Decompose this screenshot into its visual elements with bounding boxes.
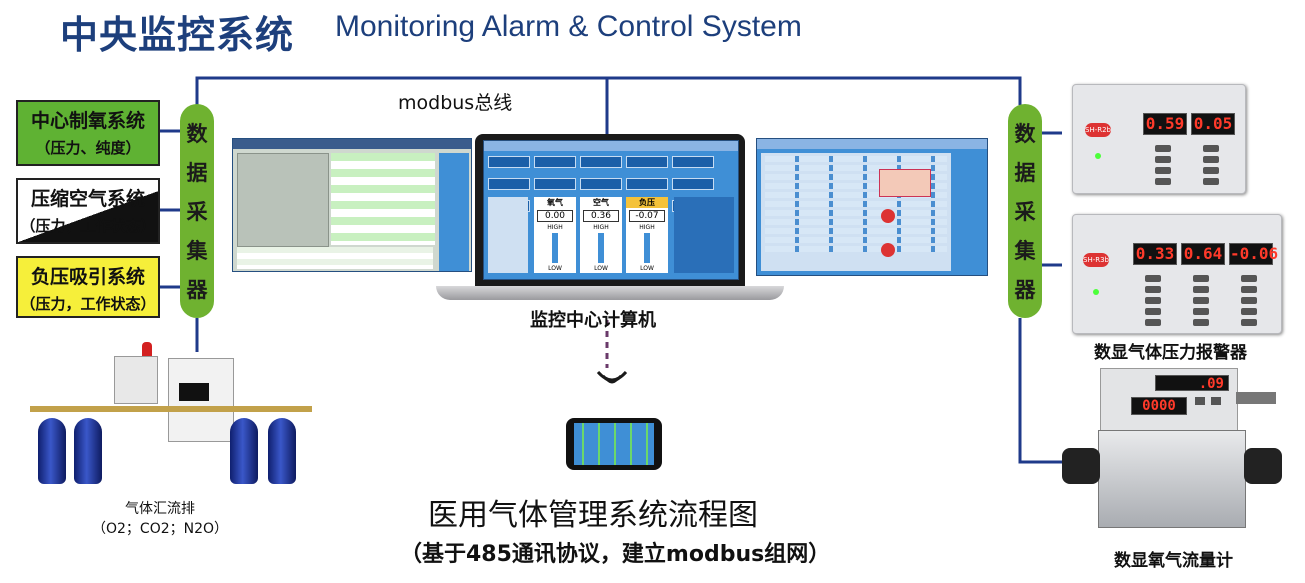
manifold-pipe [30, 406, 312, 412]
phone [566, 418, 662, 470]
gauge-low: LOW [626, 265, 668, 272]
gauge-vacuum: 负压 -0.07 HIGH LOW [626, 197, 668, 273]
time-panel [237, 153, 329, 247]
alarm-indicator [881, 209, 895, 223]
log-rows [237, 247, 433, 269]
gauge-low: LOW [580, 265, 622, 272]
gauge-label: 空气 [580, 197, 622, 208]
info-panel [488, 197, 528, 273]
collector-char: 集 [187, 235, 208, 265]
gas-cylinder [74, 418, 102, 484]
modbus-bus-label: modbus总线 [398, 88, 512, 115]
flowmeter-inlet [1062, 448, 1100, 484]
screen-central-monitor [756, 138, 988, 276]
side-panel [439, 153, 469, 271]
data-collector-left: 数 据 采 集 器 [180, 104, 214, 318]
collector-char: 采 [187, 196, 208, 226]
system-vacuum: 负压吸引系统 （压力，工作状态） [16, 256, 160, 318]
collector-char: 数 [1015, 118, 1036, 148]
gauge-high: HIGH [626, 224, 668, 231]
computer-label: 监控中心计算机 [530, 306, 656, 332]
collector-char: 据 [187, 157, 208, 187]
gas-manifold [30, 340, 320, 490]
alarm-beacon-icon [142, 342, 152, 356]
pressure-alarm-1: SH-R2b 0.59 0.05 [1072, 84, 1246, 194]
manifold-gases: （O2；CO2；N2O） [92, 518, 228, 538]
collector-char: 器 [1015, 274, 1036, 304]
gas-cylinder [38, 418, 66, 484]
records-table [331, 153, 435, 245]
collector-char: 据 [1015, 157, 1036, 187]
flowmeter-outlet [1244, 448, 1282, 484]
manifold-label: 气体汇流排 [125, 498, 195, 518]
main-title: 医用气体管理系统流程图 [428, 490, 758, 534]
manifold-left-box [114, 356, 158, 404]
collector-char: 采 [1015, 196, 1036, 226]
main-subtitle: （基于485通讯协议，建立modbus组网） [400, 536, 830, 568]
gauge-high: HIGH [580, 224, 622, 231]
gauge-value: 0.36 [583, 210, 619, 222]
flowmeter-head: .09 0000 [1100, 368, 1238, 432]
manifold-cabinet [168, 358, 234, 442]
laptop-screen: 氧气 0.00 HIGH LOW 空气 0.36 HIGH LOW 负压 -0.… [483, 140, 739, 280]
alarm-display: 0.05 [1191, 113, 1235, 135]
flow-display-rate: .09 [1155, 375, 1229, 391]
link-flowmeter [1020, 318, 1072, 462]
brand-badge: SH-R2b [1085, 123, 1111, 137]
valve-diagram [879, 169, 931, 197]
alarm-indicator [881, 243, 895, 257]
screen-history-records [232, 138, 472, 272]
flowmeter-body [1098, 430, 1246, 528]
system-name: 中心制氧系统 [18, 106, 158, 133]
gauge-air: 空气 0.36 HIGH LOW [580, 197, 622, 273]
alarm-display: -0.06 [1229, 243, 1273, 265]
system-detail: （压力，工作状态） [18, 293, 158, 314]
gauge-low: LOW [534, 265, 576, 272]
system-name: 负压吸引系统 [18, 262, 158, 289]
collector-char: 器 [187, 274, 208, 304]
system-detail: （压力，工作状态） [18, 215, 158, 236]
alarm-display: 0.33 [1133, 243, 1177, 265]
system-oxygen: 中心制氧系统 （压力、纯度） [16, 100, 160, 166]
system-name: 压缩空气系统 [18, 184, 158, 211]
collector-char: 集 [1015, 235, 1036, 265]
gauge-value: -0.07 [629, 210, 665, 222]
alarm-display: 0.59 [1143, 113, 1187, 135]
flowmeter-label: 数显氧气流量计 [1114, 546, 1233, 571]
wireless-icon [594, 366, 630, 396]
flowmeter-cable-connector [1236, 392, 1276, 404]
gauge-value: 0.00 [537, 210, 573, 222]
gauge-label: 氧气 [534, 197, 576, 208]
gas-cylinder [230, 418, 258, 484]
gas-cylinder [268, 418, 296, 484]
phone-screen [574, 423, 654, 465]
system-compressed-air: 压缩空气系统 （压力，工作状态） [16, 178, 160, 244]
gauge-oxygen: 氧气 0.00 HIGH LOW [534, 197, 576, 273]
alarm-display: 0.64 [1181, 243, 1225, 265]
system-detail: （压力、纯度） [18, 137, 158, 158]
gauge-label: 负压 [626, 197, 668, 208]
alarm-label: 数显气体压力报警器 [1094, 338, 1247, 363]
collector-char: 数 [187, 118, 208, 148]
laptop-base [436, 286, 784, 300]
data-collector-right: 数 据 采 集 器 [1008, 104, 1042, 318]
gauge-high: HIGH [534, 224, 576, 231]
pressure-alarm-2: SH-R3b 0.33 0.64 -0.06 [1072, 214, 1282, 334]
flow-display-total: 0000 [1131, 397, 1187, 415]
control-buttons [674, 197, 734, 273]
brand-badge: SH-R3b [1083, 253, 1109, 267]
